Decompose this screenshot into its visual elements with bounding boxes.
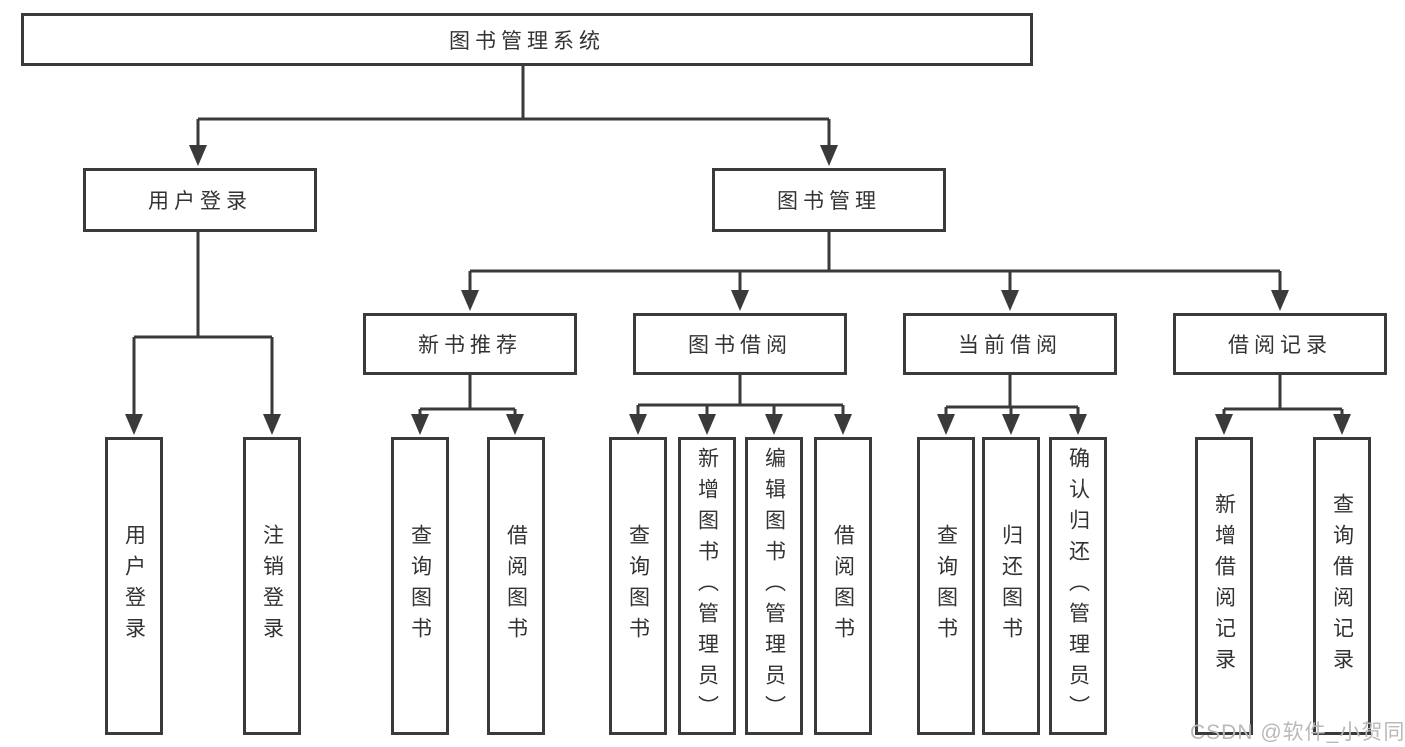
leaf-label: 查询图书 (408, 524, 432, 648)
leaf-label: 确认归还（管理员） (1066, 446, 1090, 726)
leaf-label: 查询图书 (626, 524, 650, 648)
leaf-label: 查询借阅记录 (1330, 493, 1354, 679)
leaf-return-book: 归还图书 (982, 437, 1040, 735)
node-borrowing-records: 借阅记录 (1173, 313, 1387, 375)
leaf-label: 新增借阅记录 (1212, 493, 1236, 679)
leaf-label: 归还图书 (999, 524, 1023, 648)
leaf-query-books-current: 查询图书 (917, 437, 975, 735)
node-library-system: 图书管理系统 (21, 13, 1033, 66)
leaf-label: 编辑图书（管理员） (762, 446, 786, 726)
leaf-add-book-admin: 新增图书（管理员） (678, 437, 736, 735)
leaf-user-login: 用户登录 (105, 437, 163, 735)
leaf-label: 借阅图书 (831, 524, 855, 648)
leaf-logout: 注销登录 (243, 437, 301, 735)
leaf-label: 查询图书 (934, 524, 958, 648)
leaf-label: 借阅图书 (504, 524, 528, 648)
leaf-add-borrow-record: 新增借阅记录 (1195, 437, 1253, 735)
leaf-borrow-books-recommend: 借阅图书 (487, 437, 545, 735)
csdn-watermark: CSDN @软件_小贺同学 (1190, 721, 1405, 744)
leaf-query-borrow-record: 查询借阅记录 (1313, 437, 1371, 735)
node-current-borrowing: 当前借阅 (903, 313, 1117, 375)
arrow-to-book-management (820, 145, 838, 166)
leaf-query-books-borrowing: 查询图书 (609, 437, 667, 735)
leaf-query-books-recommend: 查询图书 (391, 437, 449, 735)
leaf-edit-book-admin: 编辑图书（管理员） (745, 437, 803, 735)
leaf-borrow-books-borrowing: 借阅图书 (814, 437, 872, 735)
node-new-book-recommend: 新书推荐 (363, 313, 577, 375)
leaf-label: 注销登录 (260, 524, 284, 648)
node-user-login: 用户登录 (83, 168, 317, 232)
leaf-confirm-return-admin: 确认归还（管理员） (1049, 437, 1107, 735)
node-book-borrowing: 图书借阅 (633, 313, 847, 375)
leaf-label: 新增图书（管理员） (695, 446, 719, 726)
arrow-to-user-login (189, 145, 207, 166)
leaf-label: 用户登录 (122, 524, 146, 648)
node-book-management: 图书管理 (712, 168, 946, 232)
